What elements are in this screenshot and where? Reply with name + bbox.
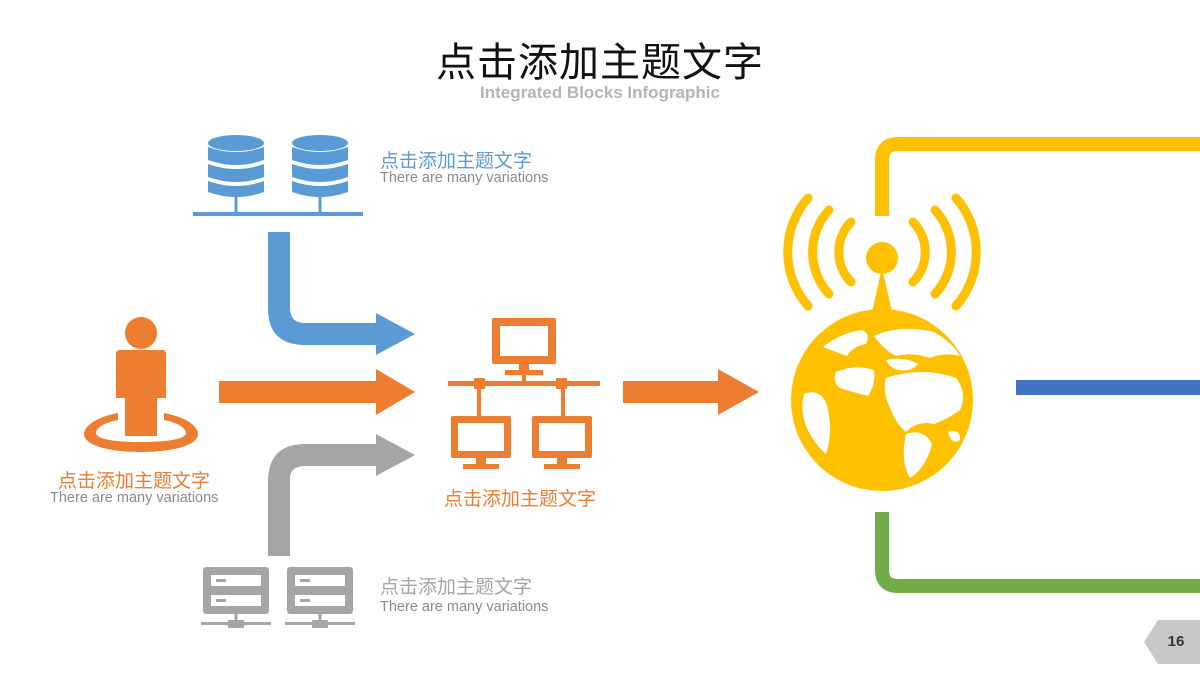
page-number-tab	[1144, 620, 1200, 664]
globe-antenna-icon	[783, 193, 981, 491]
user-desc: There are many variations	[50, 490, 219, 506]
database-desc: There are many variations	[380, 170, 549, 186]
slide-title: 点击添加主题文字	[436, 40, 764, 86]
yellow-frame-bar	[875, 137, 1200, 216]
user-title: 点击添加主题文字	[58, 470, 211, 492]
server-title: 点击添加主题文字	[380, 576, 533, 598]
orange-arrow-left	[219, 369, 415, 415]
green-frame-bar	[875, 512, 1200, 593]
database-icon	[193, 135, 363, 216]
slide-subtitle: Integrated Blocks Infographic	[480, 83, 720, 102]
page-number: 16	[1167, 633, 1185, 650]
orange-arrow-right	[623, 369, 759, 415]
gray-arrow	[268, 434, 415, 556]
user-icon	[84, 317, 198, 452]
server-desc: There are many variations	[380, 599, 549, 615]
network-title: 点击添加主题文字	[444, 488, 597, 510]
blue-frame-bar	[1016, 380, 1200, 395]
server-icon	[201, 567, 355, 628]
blue-arrow	[268, 232, 415, 355]
database-title: 点击添加主题文字	[380, 150, 533, 172]
network-icon	[448, 318, 600, 469]
